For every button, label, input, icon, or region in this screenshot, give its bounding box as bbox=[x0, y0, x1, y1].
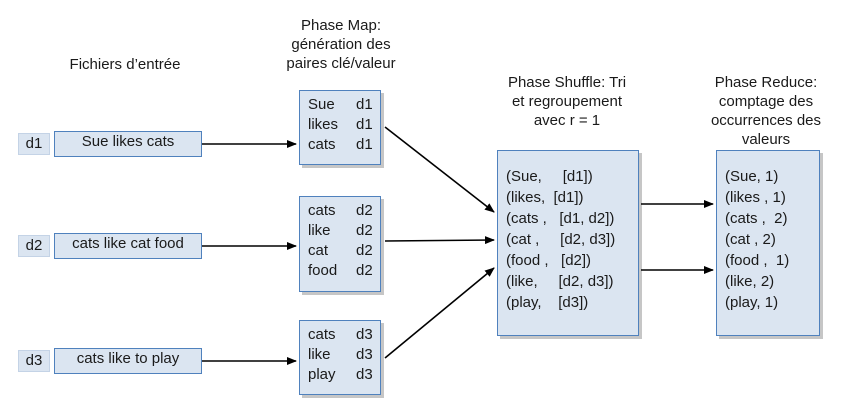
list-item: (cat , [d2, d3]) bbox=[506, 231, 616, 248]
list-item: (food , [d2]) bbox=[506, 252, 592, 269]
list-item: (like, [d2, d3]) bbox=[506, 273, 614, 290]
list-item: (cat , 2) bbox=[725, 231, 776, 248]
list-item: (likes, [d1]) bbox=[506, 189, 584, 206]
shuffle-heading: Phase Shuffle: Tri et regroupement avec … bbox=[507, 74, 627, 129]
list-item: (cats , [d1, d2]) bbox=[506, 210, 615, 227]
doc-label-d3: d3 bbox=[18, 350, 50, 372]
arrow-map-d2-to-shuffle bbox=[384, 236, 495, 245]
input-heading: Fichiers d’entrée bbox=[69, 56, 181, 73]
arrow-map-d1-to-shuffle bbox=[384, 126, 495, 213]
list-item: (food , 1) bbox=[725, 252, 790, 269]
input-document-d2: cats like cat food bbox=[54, 233, 202, 259]
input-document-d3: cats like to play bbox=[54, 348, 202, 374]
doc-label-d2: d2 bbox=[18, 235, 50, 257]
list-item: (Sue, [d1]) bbox=[506, 168, 593, 185]
list-item: (cats , 2) bbox=[725, 210, 788, 227]
list-item: (Sue, 1) bbox=[725, 168, 779, 185]
map-heading: Phase Map: génération des paires clé/val… bbox=[286, 17, 396, 72]
input-document-d1: Sue likes cats bbox=[54, 131, 202, 157]
list-item: (like, 2) bbox=[725, 273, 775, 290]
list-item: (play, 1) bbox=[725, 294, 779, 311]
shuffle-output: (Sue, [d1]) (likes, [d1]) (cats , [d1, d… bbox=[497, 150, 639, 336]
arrow-map-d3-to-shuffle bbox=[384, 267, 495, 359]
list-item: (play, [d3]) bbox=[506, 294, 589, 311]
reduce-heading: Phase Reduce: comptage des occurrences d… bbox=[710, 74, 822, 148]
doc-label-d1: d1 bbox=[18, 133, 50, 155]
list-item: (likes , 1) bbox=[725, 189, 786, 206]
reduce-output: (Sue, 1) (likes , 1) (cats , 2) (cat , 2… bbox=[716, 150, 820, 336]
